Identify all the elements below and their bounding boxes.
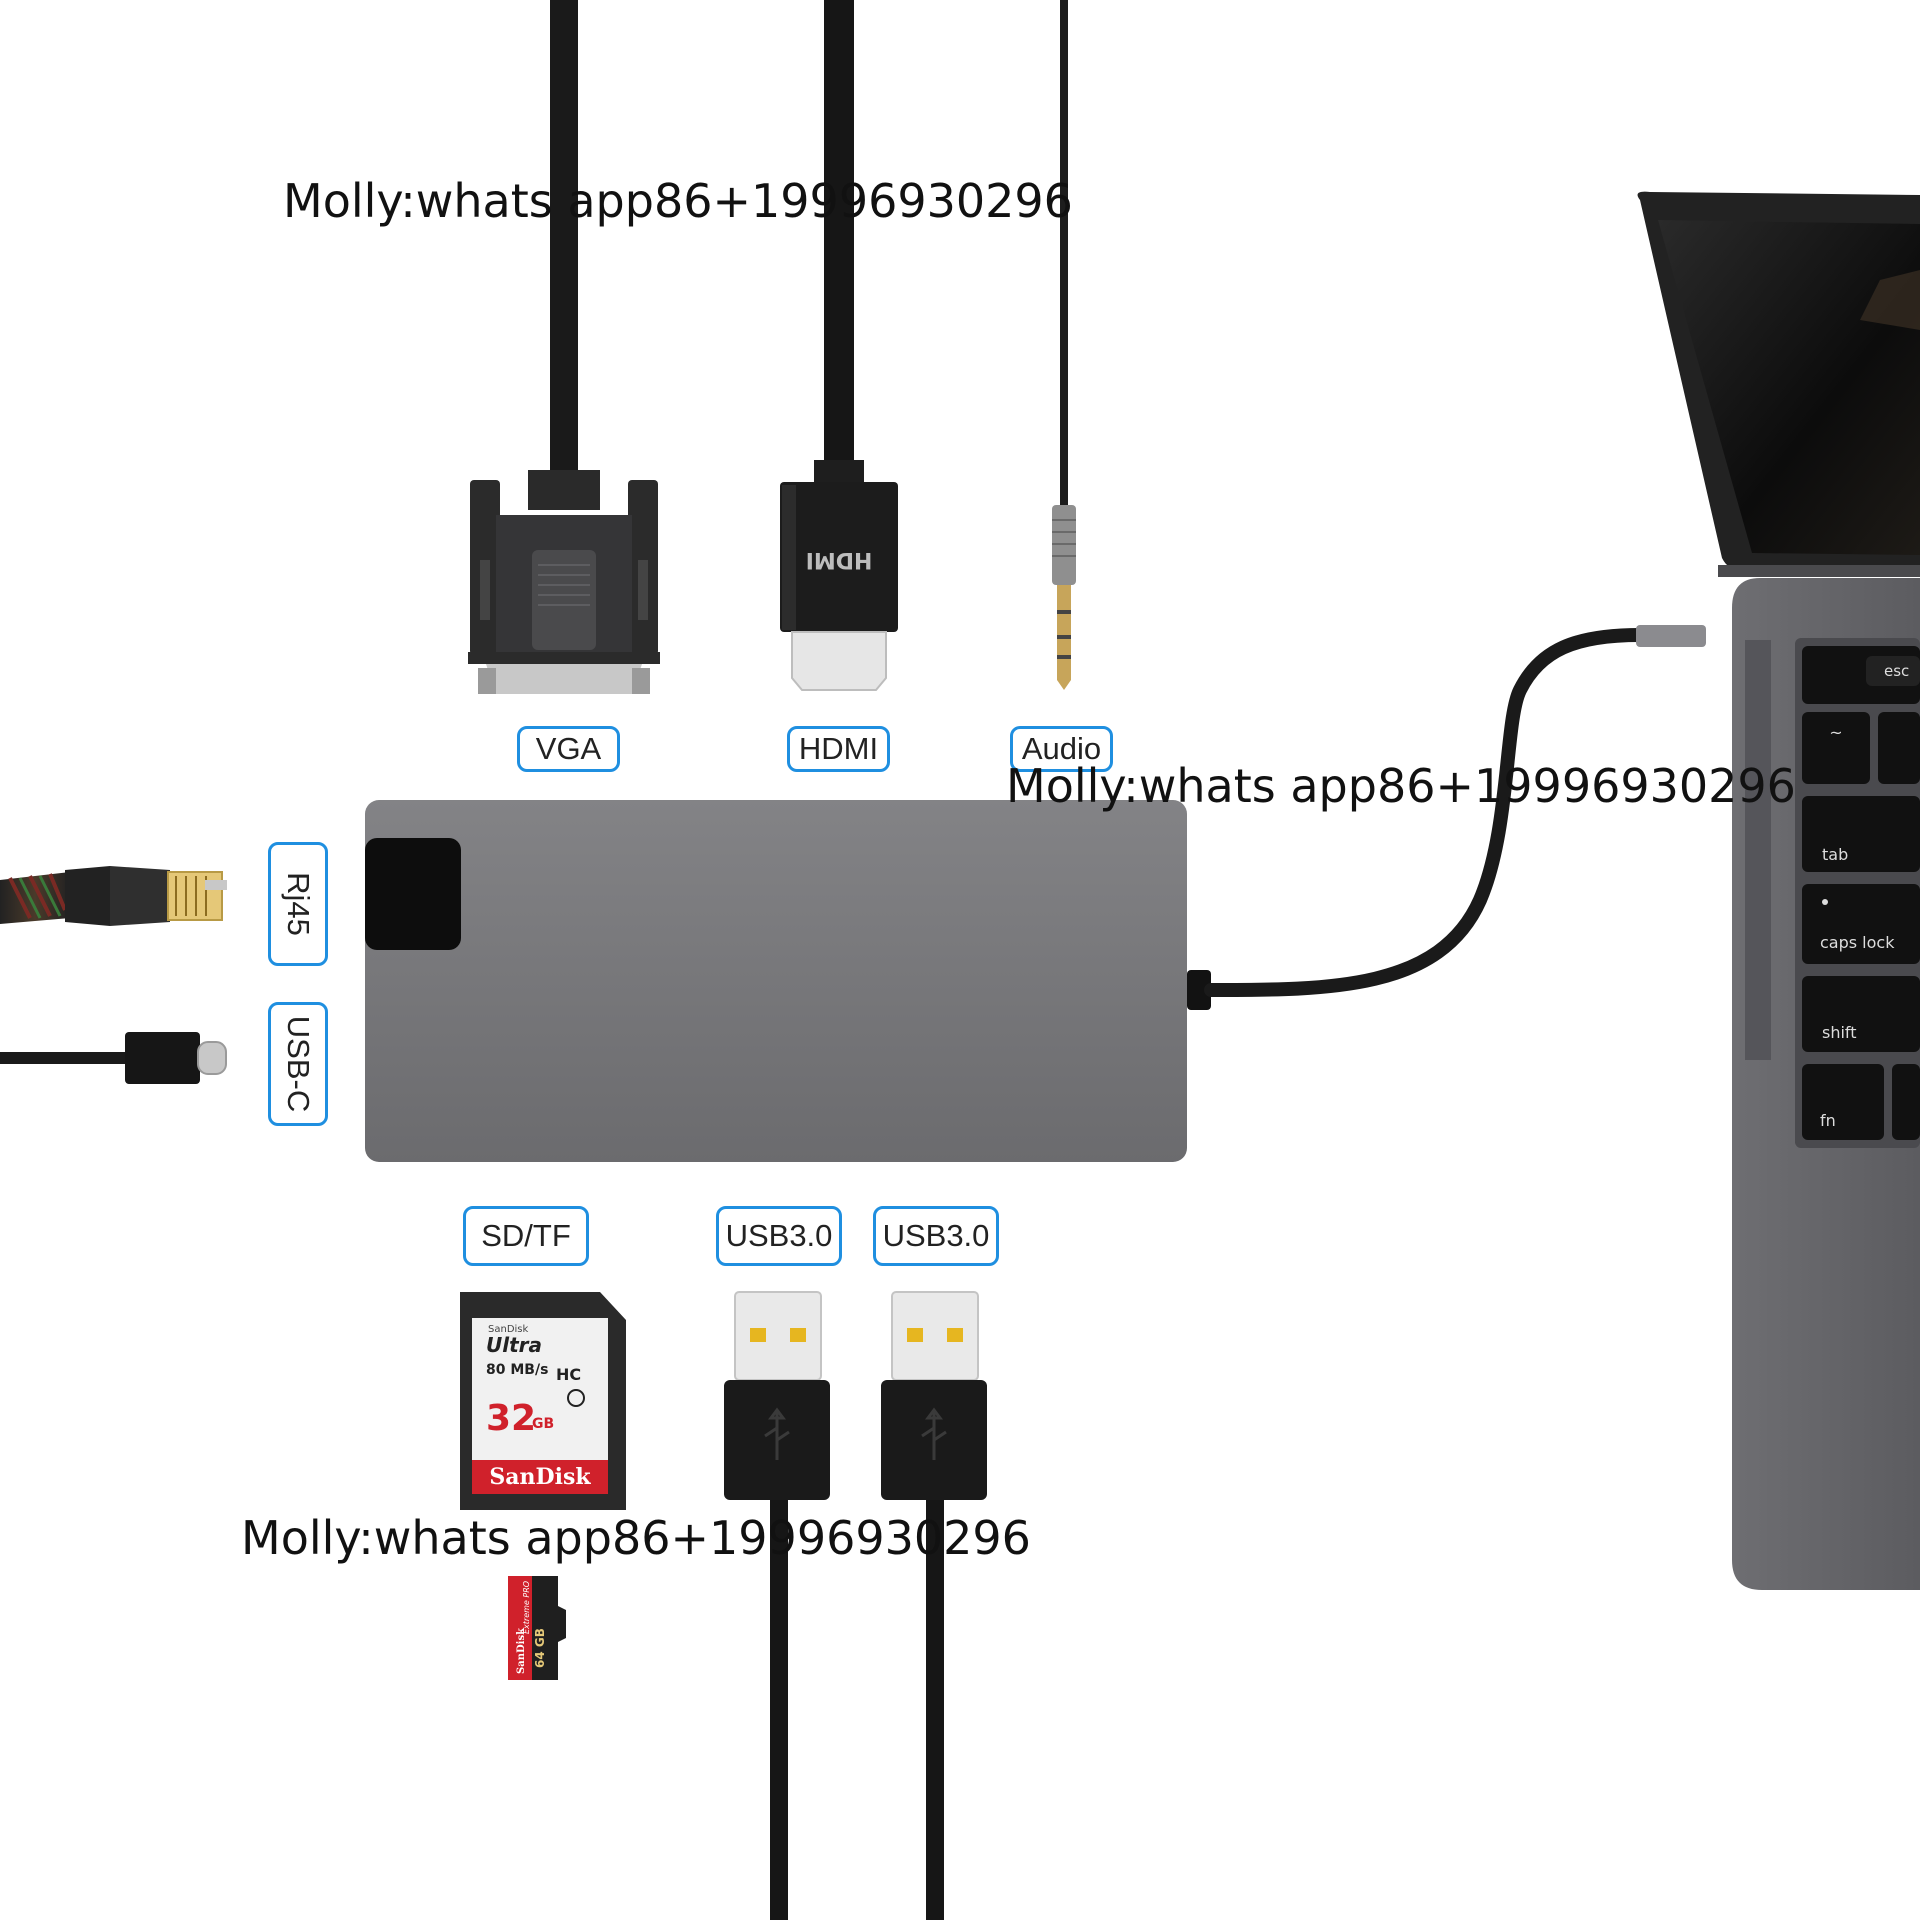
hdmi-connector: HDMI: [780, 0, 898, 691]
vga-cable: [550, 0, 578, 475]
key-tab-label: tab: [1822, 845, 1848, 864]
key-esc-label: esc: [1884, 662, 1909, 680]
hdmi-cable: [824, 0, 854, 470]
key-esc: [1866, 656, 1920, 686]
key-tilde: [1802, 712, 1870, 784]
usb-c-hub: [365, 800, 1211, 1162]
laptop: esc ~ tab caps lock shift fn: [1637, 191, 1920, 1590]
key-tab: [1802, 796, 1920, 872]
watermark-top: Molly:whats app86+19996930296: [283, 174, 1073, 228]
key-tilde-label: ~: [1829, 723, 1842, 742]
hdmi-logo: HDMI: [806, 547, 873, 572]
label-rj45: Rj45: [268, 842, 328, 966]
label-vga-text: VGA: [535, 731, 602, 766]
laptop-screen: [1658, 220, 1920, 555]
audio-cable: [1060, 0, 1068, 505]
sd-capacity: 32: [486, 1398, 536, 1439]
key-caps: [1802, 884, 1920, 964]
sd-hc-mark: HC: [556, 1365, 581, 1384]
usb-a-connector-1: [724, 1291, 830, 1920]
sd-line: Ultra: [486, 1333, 542, 1357]
usb-trident-icon: [921, 1407, 947, 1460]
watermark-bottom: Molly:whats app86+19996930296: [241, 1511, 1031, 1565]
label-sdtf: SD/TF: [463, 1206, 589, 1266]
label-sdtf-text: SD/TF: [481, 1218, 571, 1253]
label-rj45-text: Rj45: [281, 872, 317, 936]
sd-speed: 80 MB/s: [486, 1362, 548, 1378]
watermark-middle: Molly:whats app86+19996930296: [1006, 759, 1796, 813]
sd-card: SanDisk Ultra 80 MB/s HC 32 GB SanDisk: [460, 1292, 626, 1510]
sd-brand: SanDisk: [489, 1464, 591, 1490]
label-usbc-text: USB-C: [281, 1015, 317, 1113]
label-usb3-1: USB3.0: [716, 1206, 842, 1266]
sd-unit: GB: [532, 1416, 554, 1432]
key-fn-label: fn: [1820, 1111, 1836, 1130]
micro-sd-brand: SanDisk: [516, 1627, 527, 1674]
label-hdmi-text: HDMI: [798, 731, 879, 766]
label-hdmi: HDMI: [787, 726, 890, 772]
label-usbc: USB-C: [268, 1002, 328, 1126]
micro-sd-capacity: 64 GB: [533, 1628, 547, 1668]
key-shift-label: shift: [1822, 1023, 1857, 1042]
vga-connector: [468, 0, 660, 694]
key-fn: [1802, 1064, 1884, 1140]
key-caps-label: caps lock: [1820, 933, 1895, 952]
key-shift: [1802, 976, 1920, 1052]
audio-connector: [1052, 0, 1076, 690]
usb-a-connector-2: [881, 1291, 987, 1920]
label-usb3-2-text: USB3.0: [882, 1218, 990, 1253]
micro-sd-line: Extreme PRO: [522, 1581, 531, 1634]
label-audio: Audio: [1010, 726, 1113, 772]
label-usb3-2: USB3.0: [873, 1206, 999, 1266]
usb-trident-icon: [764, 1407, 790, 1460]
rj45-cable-connector: [0, 866, 227, 926]
sd-class-mark: [567, 1389, 585, 1407]
hub-body: [365, 800, 1187, 1162]
label-audio-text: Audio: [1021, 731, 1102, 766]
rj45-port: [365, 838, 461, 950]
label-vga: VGA: [517, 726, 620, 772]
sd-brand-small: SanDisk: [488, 1324, 529, 1335]
usb-c-cable-connector: [0, 1032, 227, 1084]
label-usb3-1-text: USB3.0: [725, 1218, 833, 1253]
micro-sd-card: SanDisk Extreme PRO 64 GB: [508, 1576, 566, 1680]
hub-usb-c-cable: [1204, 628, 1647, 997]
